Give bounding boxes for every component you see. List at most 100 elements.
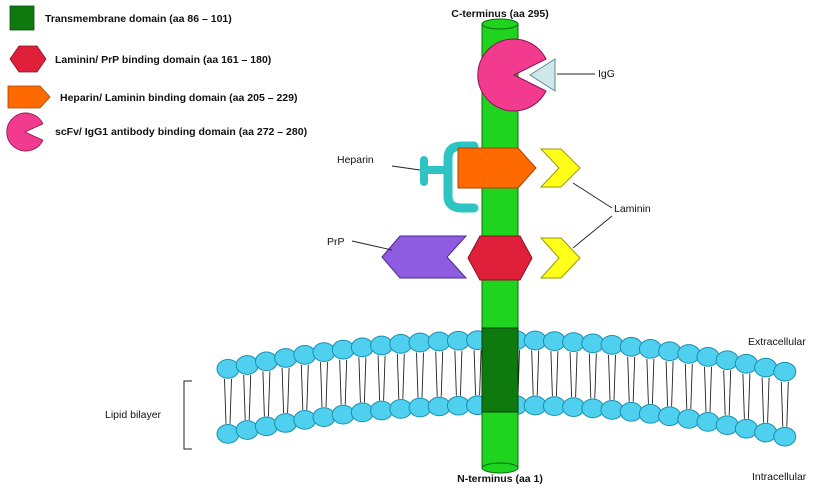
lipid-head-outer [351,338,373,357]
lipid-head-outer [735,354,757,373]
lipid-head-inner [735,419,757,438]
lipid-tail [441,351,443,396]
lipid-head-inner [351,403,373,422]
lipid-tail [748,374,750,419]
lipid-tail [787,382,789,427]
laminin-pointer-upper [573,183,612,208]
lipid-head-outer [543,332,565,351]
lipid-tail [244,375,246,420]
lipid-tail [537,350,539,395]
laminin-chevron-lower [541,238,580,278]
lipid-head-inner [620,402,642,421]
lipid-head-outer [409,333,431,352]
lipid-tail [743,374,745,419]
lipid-tail [378,355,380,400]
laminin-chevron-upper [541,149,580,187]
lipid-tail [474,350,476,395]
lipid-head-inner [755,423,777,442]
lipid-head-inner [563,398,585,417]
lipid-tail [589,353,591,398]
lipid-tail [710,367,712,412]
legend-transmembrane-label: Transmembrane domain (aa 86 – 101) [45,13,232,25]
igg-label: IgG [598,68,615,80]
lipid-head-outer [294,346,316,365]
lipid-head-inner [217,425,239,444]
legend-arrow-label: Heparin/ Laminin binding domain (aa 205 … [60,92,297,104]
lipid-head-outer [582,334,604,353]
lipid-bilayer-label: Lipid bilayer [105,409,162,421]
legend-pacman-label: scFv/ IgG1 antibody binding domain (aa 2… [55,126,307,138]
lipid-bilayer-bracket [184,381,192,449]
lipid-head-outer [659,342,681,361]
lipid-tail [762,378,764,423]
lipid-tail [652,359,654,404]
lipid-head-inner [639,404,661,423]
lipid-tail [685,364,687,409]
lipid-tail [595,353,597,398]
rod-bottom-cap [482,463,518,473]
lipid-head-outer [639,339,661,358]
lipid-tail [364,357,366,402]
lipid-tail [288,368,290,413]
legend-hexagon-swatch [10,46,46,72]
lipid-head-inner [275,414,297,433]
lipid-head-outer [755,358,777,377]
lipid-tail [576,352,578,397]
lipid-head-inner [236,421,258,440]
lipid-tail [359,357,361,402]
lipid-tail [403,354,405,399]
lipid-head-inner [313,408,335,427]
lipid-tail [384,355,386,400]
lipid-tail [628,357,630,402]
lipid-head-inner [409,398,431,417]
lipid-head-outer [447,331,469,350]
lipid-head-inner [294,411,316,430]
lipid-tail [321,362,323,407]
legend-arrow-swatch [8,86,50,108]
lipid-tail [705,367,707,412]
lipid-head-outer [716,351,738,370]
lipid-head-outer [697,348,719,367]
lipid-head-inner [543,397,565,416]
lipid-head-inner [524,396,546,415]
lipid-head-inner [371,401,393,420]
lipid-tail [691,364,693,409]
lipid-head-outer [601,336,623,355]
lipid-head-outer [774,362,796,381]
lipid-head-outer [524,331,546,350]
lipid-tail [609,355,611,400]
lipid-tail [282,368,284,413]
lipid-head-outer [236,356,258,375]
lipid-tail [460,351,462,396]
lipid-tail [781,382,783,427]
transmembrane-domain [482,328,518,412]
prp-arrow [382,236,466,278]
lipid-head-outer [217,360,239,379]
lipid-tail [768,378,770,423]
c-terminus-label: C-terminus (aa 295) [451,8,548,20]
laminin-label: Laminin [614,203,651,215]
heparin-pointer-line [392,166,420,170]
lipid-tail [422,353,424,398]
lipid-head-outer [275,349,297,368]
legend: Transmembrane domain (aa 86 – 101) Lamin… [7,6,307,151]
lipid-head-inner [697,413,719,432]
lipid-head-outer [313,343,335,362]
extracellular-label: Extracellular [748,336,806,348]
lipid-tail [570,352,572,397]
lipid-tail [225,379,227,424]
laminin-prp-binding-domain [468,236,532,280]
lipid-head-outer [332,340,354,359]
lipid-tail [666,361,668,406]
lipid-head-inner [774,427,796,446]
lipid-head-inner [678,410,700,429]
n-terminus-label: N-terminus (aa 1) [457,473,543,485]
lipid-tail [672,361,674,406]
lipid-tail [647,359,649,404]
lipid-tail [551,351,553,396]
legend-pacman-swatch [7,113,43,151]
lipid-tail [532,350,534,395]
lipid-head-outer [620,337,642,356]
